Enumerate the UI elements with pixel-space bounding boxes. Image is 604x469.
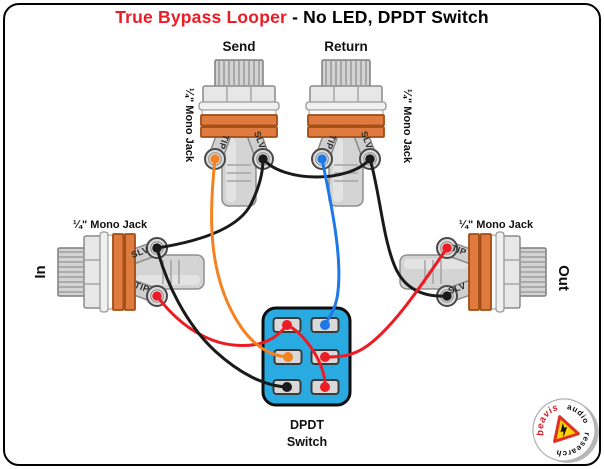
in-tip-dot (152, 291, 162, 301)
send-tip-dot (210, 154, 220, 164)
return-jack-type-label: ¼" Mono Jack (401, 89, 413, 164)
lightning-bolt-icon (560, 423, 568, 438)
switch-dot-middle-left (283, 352, 293, 362)
beavis-logo: beavis audio research (527, 398, 599, 463)
warning-triangle-icon (553, 415, 580, 443)
out-tip-lug-label: TIP (450, 243, 468, 258)
wire-return-tip-to-switch (320, 157, 341, 327)
out-slv-dot (442, 291, 452, 301)
title-main: True Bypass Looper (115, 7, 288, 27)
switch-label-line1: DPDT (290, 418, 324, 432)
out-tip-dot (442, 243, 452, 253)
in-slv-dot (152, 243, 162, 253)
out-jack (399, 231, 547, 313)
switch-dot-middle-right (320, 352, 330, 362)
send-slv-dot (258, 154, 268, 164)
wire-in-tip-to-switch (155, 294, 289, 348)
send-jack-label: Send (222, 39, 255, 54)
switch-dot-bottom-right (320, 382, 330, 392)
switch-dot-top-left (282, 320, 292, 330)
return-slv-dot (365, 154, 375, 164)
in-jack-label: In (32, 265, 49, 278)
wire-send-slv-to-return-slv (261, 157, 372, 179)
switch-dot-bottom-left (282, 382, 292, 392)
wire-return-slv-to-out-slv (368, 157, 449, 298)
send-tip-lug-label: TIP (217, 133, 232, 151)
out-jack-label: Out (555, 265, 572, 291)
send-jack-type-label: ¼" Mono Jack (183, 88, 195, 163)
return-jack-label: Return (324, 39, 368, 54)
solder-dots (152, 154, 452, 392)
wire-in-slv-to-switch (155, 246, 289, 389)
diagram-title: True Bypass Looper - No LED, DPDT Switch (0, 7, 604, 28)
wire-send-tip-to-switch (210, 157, 290, 359)
return-tip-lug-label: TIP (324, 133, 339, 151)
switch-dot-top-right (320, 320, 330, 330)
switch-label-line2: Switch (287, 435, 327, 449)
wire-in-slv-to-send-slv (155, 157, 265, 250)
title-subtitle: - No LED, DPDT Switch (287, 7, 489, 27)
in-tip-lug-label: TIP (133, 280, 151, 295)
return-tip-dot (317, 154, 327, 164)
in-jack-type-label: ¼" Mono Jack (73, 219, 148, 231)
wire-out-tip-to-switch (323, 246, 449, 359)
send-jack (198, 59, 280, 207)
return-jack (305, 59, 387, 207)
out-jack-type-label: ¼" Mono Jack (459, 219, 534, 231)
wires (155, 157, 449, 389)
